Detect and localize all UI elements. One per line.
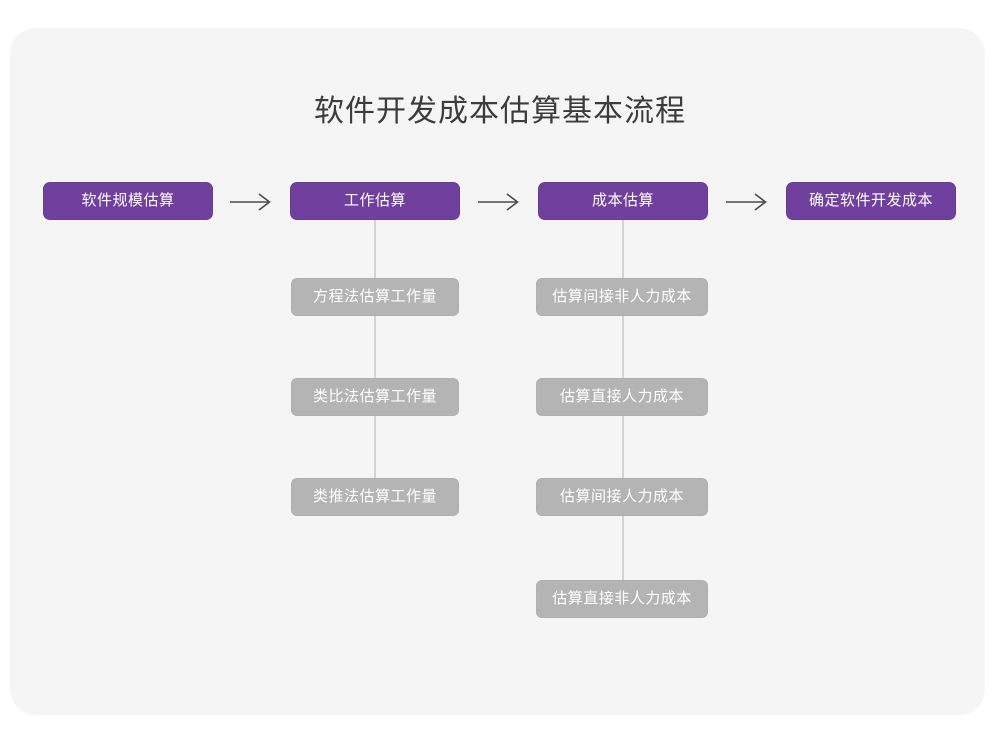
flow-node-label: 成本估算 — [591, 192, 654, 209]
branch-node-analogy-method-workload[interactable]: 类比法估算工作量 — [291, 378, 459, 416]
arrow-right-icon — [476, 190, 524, 214]
branch-node-label: 方程法估算工作量 — [312, 288, 437, 305]
flow-node-determine-development-cost[interactable]: 确定软件开发成本 — [786, 182, 956, 220]
flow-node-work-estimation[interactable]: 工作估算 — [290, 182, 460, 220]
branch-connector-line-work — [374, 220, 376, 498]
flow-node-cost-estimation[interactable]: 成本估算 — [538, 182, 708, 220]
branch-node-label: 估算直接非人力成本 — [552, 590, 692, 607]
branch-node-label: 估算间接人力成本 — [559, 488, 684, 505]
flow-node-software-scale-estimation[interactable]: 软件规模估算 — [43, 182, 213, 220]
branch-node-equation-method-workload[interactable]: 方程法估算工作量 — [291, 278, 459, 316]
branch-node-indirect-non-labor-cost[interactable]: 估算间接非人力成本 — [536, 278, 708, 316]
branch-node-label: 估算直接人力成本 — [559, 388, 684, 405]
branch-node-direct-non-labor-cost[interactable]: 估算直接非人力成本 — [536, 580, 708, 618]
page-title: 软件开发成本估算基本流程 — [314, 95, 686, 128]
branch-node-label: 估算间接非人力成本 — [552, 288, 692, 305]
branch-node-direct-labor-cost[interactable]: 估算直接人力成本 — [536, 378, 708, 416]
branch-node-indirect-labor-cost[interactable]: 估算间接人力成本 — [536, 478, 708, 516]
diagram-card — [10, 28, 985, 715]
branch-node-label: 类比法估算工作量 — [312, 388, 437, 405]
flow-node-label: 工作估算 — [343, 192, 406, 209]
flow-node-label: 确定软件开发成本 — [808, 192, 933, 209]
arrow-right-icon — [724, 190, 772, 214]
arrow-right-icon — [228, 190, 276, 214]
branch-node-inference-method-workload[interactable]: 类推法估算工作量 — [291, 478, 459, 516]
flow-node-label: 软件规模估算 — [81, 192, 175, 209]
branch-node-label: 类推法估算工作量 — [312, 488, 437, 505]
